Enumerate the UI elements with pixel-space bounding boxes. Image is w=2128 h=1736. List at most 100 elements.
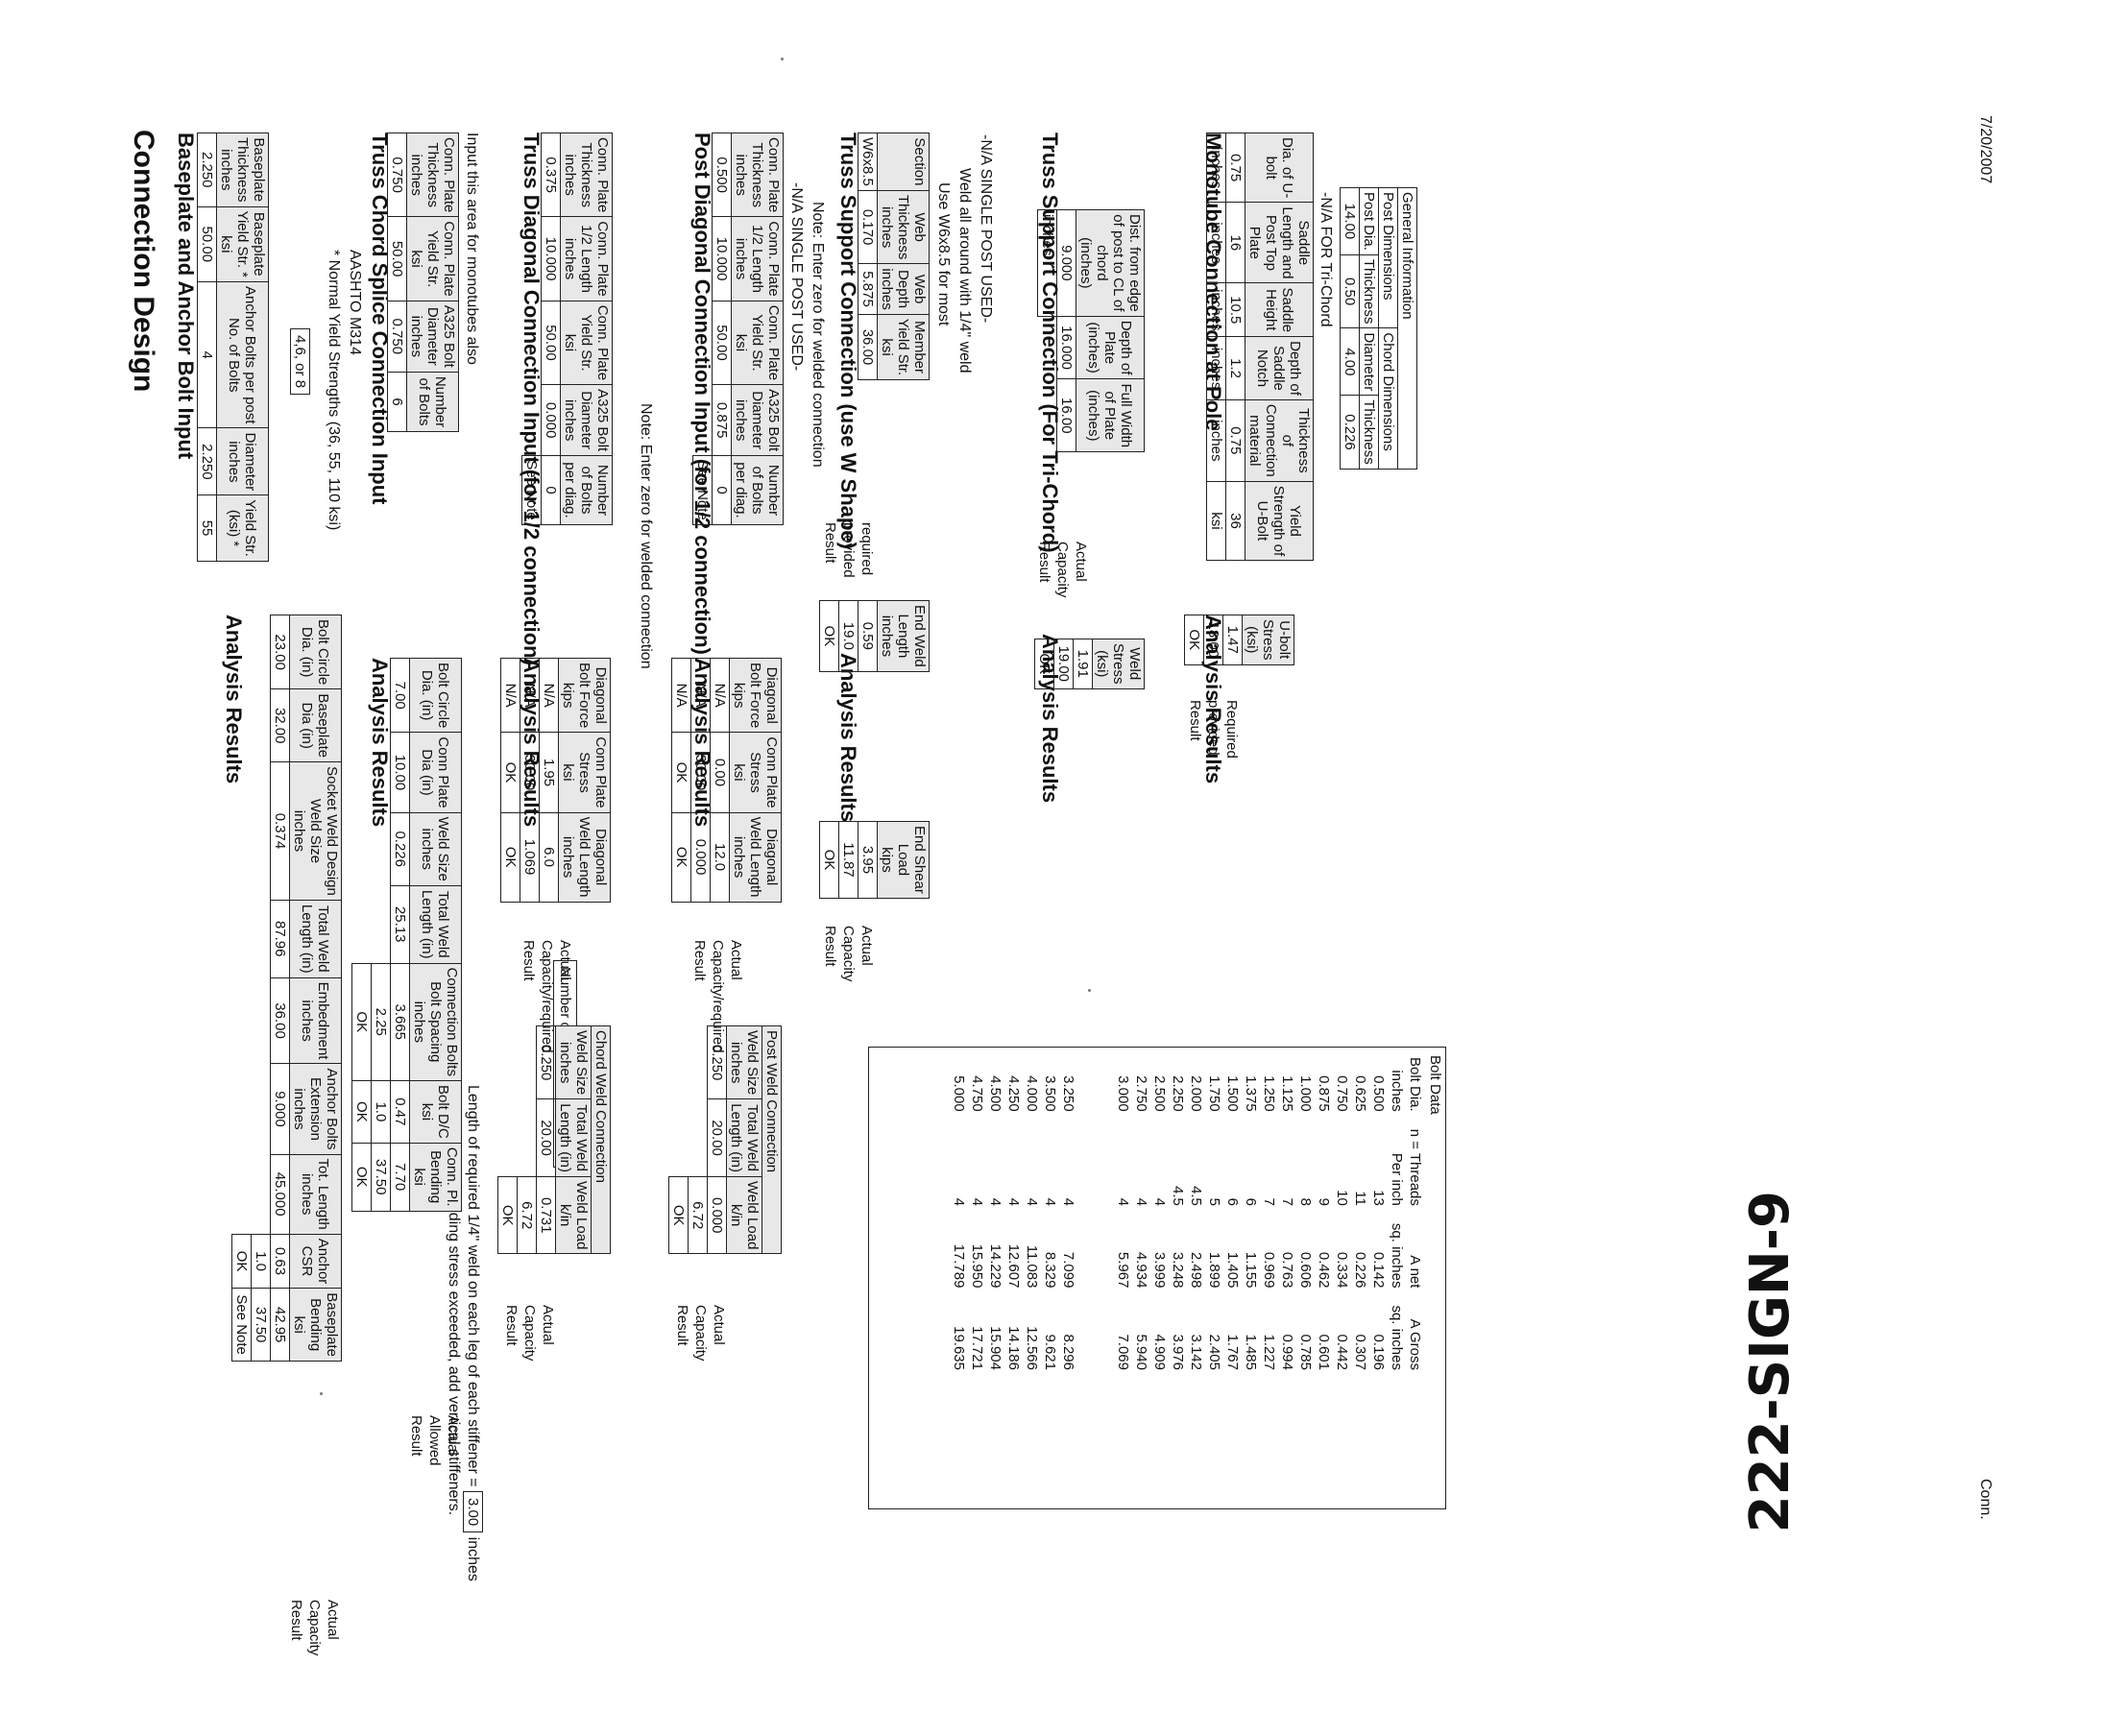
truss-support-na-note: -N/A SINGLE POST USED- <box>978 134 994 324</box>
post-diag-na-note: -N/A SINGLE POST USED- <box>788 182 805 372</box>
bolt-data-cell: 5.967 <box>1115 1251 1131 1289</box>
bolt-data-cell: 0.142 <box>1370 1251 1387 1289</box>
bolt-hdr-dia: Bolt Dia. <box>1407 1057 1423 1112</box>
bolt-data-cell: 0.601 <box>1316 1334 1332 1370</box>
scan-speck <box>320 1392 323 1395</box>
bolt-data-cell: 4 <box>1060 1197 1076 1206</box>
bolt-data-cell: 1.500 <box>1224 1075 1241 1112</box>
baseplate-result-labels: Actual Capacity Result <box>288 1600 341 1656</box>
bolt-data-cell: 8.296 <box>1060 1334 1076 1370</box>
bolt-data-cell: 10 <box>1334 1190 1350 1206</box>
bolt-data-cell: 3.500 <box>1042 1075 1058 1112</box>
bolt-data-cell: 4.5 <box>1170 1186 1186 1206</box>
monotube-note: Input this area for monotubes also <box>464 133 480 365</box>
monotube-result-labels: Required provided Result <box>1187 700 1240 759</box>
bolt-data-cell: 9.621 <box>1042 1334 1058 1370</box>
bolt-data-cell: 1.227 <box>1261 1334 1277 1370</box>
bolt-data-cell: 4 <box>1133 1197 1149 1206</box>
bolt-data-cell: 0.750 <box>1334 1075 1350 1112</box>
bolt-data-cell <box>1097 1049 1113 1120</box>
post-diag-note: Note: Enter zero for welded connection <box>810 202 826 468</box>
post-diag-see-note: See Note <box>692 455 713 525</box>
bolt-data-cell: 11.083 <box>1024 1244 1040 1289</box>
bolt-hdr-anet: A net <box>1407 1255 1423 1289</box>
yield-note: * Normal Yield Strengths (36, 55, 110 ks… <box>326 250 342 531</box>
bolt-data-cell: 0.875 <box>1316 1075 1332 1112</box>
val-bp-thk: 2.250 <box>197 133 217 207</box>
bolt-data-cell: 17.721 <box>969 1326 985 1370</box>
bolt-hdr-agross: A Gross <box>1407 1318 1423 1370</box>
bolt-data-cell: 4 <box>1042 1197 1058 1206</box>
bolt-data-cell: 8.329 <box>1042 1251 1058 1289</box>
diag-see-note: See Note <box>521 455 542 525</box>
monotube-na-note: -N/A FOR Tri-Chord <box>1318 192 1334 327</box>
bolt-data-cell: 8 <box>1297 1197 1314 1206</box>
bolt-data-cell: 7 <box>1261 1197 1277 1206</box>
bolt-options-box: 4,6, or 8 <box>290 328 310 396</box>
bolt-data-cell: 0.606 <box>1297 1251 1314 1289</box>
val-bp-yield: 50.00 <box>197 206 217 282</box>
bolt-data-cell: 4 <box>1024 1197 1040 1206</box>
stiffener-value: 3.00 <box>463 1491 483 1533</box>
bolt-data-cell: 4.750 <box>969 1075 985 1112</box>
baseplate-section-title: Baseplate and Anchor Bolt Input <box>174 133 198 460</box>
bolt-data-cell: 2.498 <box>1188 1251 1204 1289</box>
bolt-data-cell: 4.934 <box>1133 1251 1149 1289</box>
bolt-data-cell: 0.625 <box>1352 1075 1368 1112</box>
bolt-data-cell: 2.250 <box>1170 1075 1186 1112</box>
post-weld-labels: Actual Capacity Result <box>674 1305 727 1362</box>
bolt-data-cell: 3.142 <box>1188 1334 1204 1370</box>
val-ab-yield: 55 <box>197 494 217 562</box>
bolt-data-cell: 4 <box>987 1197 1004 1206</box>
bolt-data-panel: Bolt Data Bolt Dia. n = Threads A net A … <box>868 1047 1446 1509</box>
page-title: Connection Design <box>128 130 159 393</box>
truss-support-results-title: Analysis Results <box>836 653 860 823</box>
bolt-data-cell: 12.566 <box>1024 1326 1040 1370</box>
val-ab-dia: 2.250 <box>197 427 217 495</box>
stiffener-note-2: Length of required 1/4" weld on each leg… <box>463 1085 483 1581</box>
bolt-data-cell <box>1097 1121 1113 1214</box>
scan-speck <box>781 58 784 60</box>
bolt-data-cell: 15.904 <box>987 1326 1004 1370</box>
bolt-data-cell: 0.307 <box>1352 1334 1368 1370</box>
bolt-data-cell <box>1097 1216 1113 1296</box>
bolt-data-cell: 13 <box>1370 1190 1387 1206</box>
truss-support-left-labels: required provided Result <box>822 522 875 578</box>
bolt-data-cell <box>1097 1297 1113 1378</box>
bolt-data-cell: 0.334 <box>1334 1251 1350 1289</box>
handwritten-id: 222-SIGN-9 <box>1739 1191 1802 1533</box>
bolt-data-cell: 0.763 <box>1279 1251 1295 1289</box>
bolt-data-cell: 6 <box>1224 1197 1241 1206</box>
bolt-data-cell: 3.999 <box>1151 1251 1168 1289</box>
bolt-data-cell: 5.000 <box>951 1075 967 1112</box>
bolt-data-cell: 7 <box>1279 1197 1295 1206</box>
truss-support-weld-note: Weld all around with 1/4" weld <box>956 168 973 374</box>
bolt-data-cell: 11 <box>1352 1191 1368 1206</box>
bolt-data-cell: 4 <box>951 1197 967 1206</box>
chord-result-labels: Actual Allowed Result <box>408 1415 461 1466</box>
bolt-data-cell: 0.969 <box>1261 1251 1277 1289</box>
bolt-data-cell: 5.940 <box>1133 1334 1149 1370</box>
bolt-data-cell: 4.909 <box>1151 1334 1168 1370</box>
bolt-data-row: 2.750 4 4.934 5.940 <box>1133 1049 1149 1378</box>
bolt-data-cell: 2.750 <box>1133 1075 1149 1112</box>
truss-support-use-note: Use W6x8.5 for most <box>935 182 952 326</box>
